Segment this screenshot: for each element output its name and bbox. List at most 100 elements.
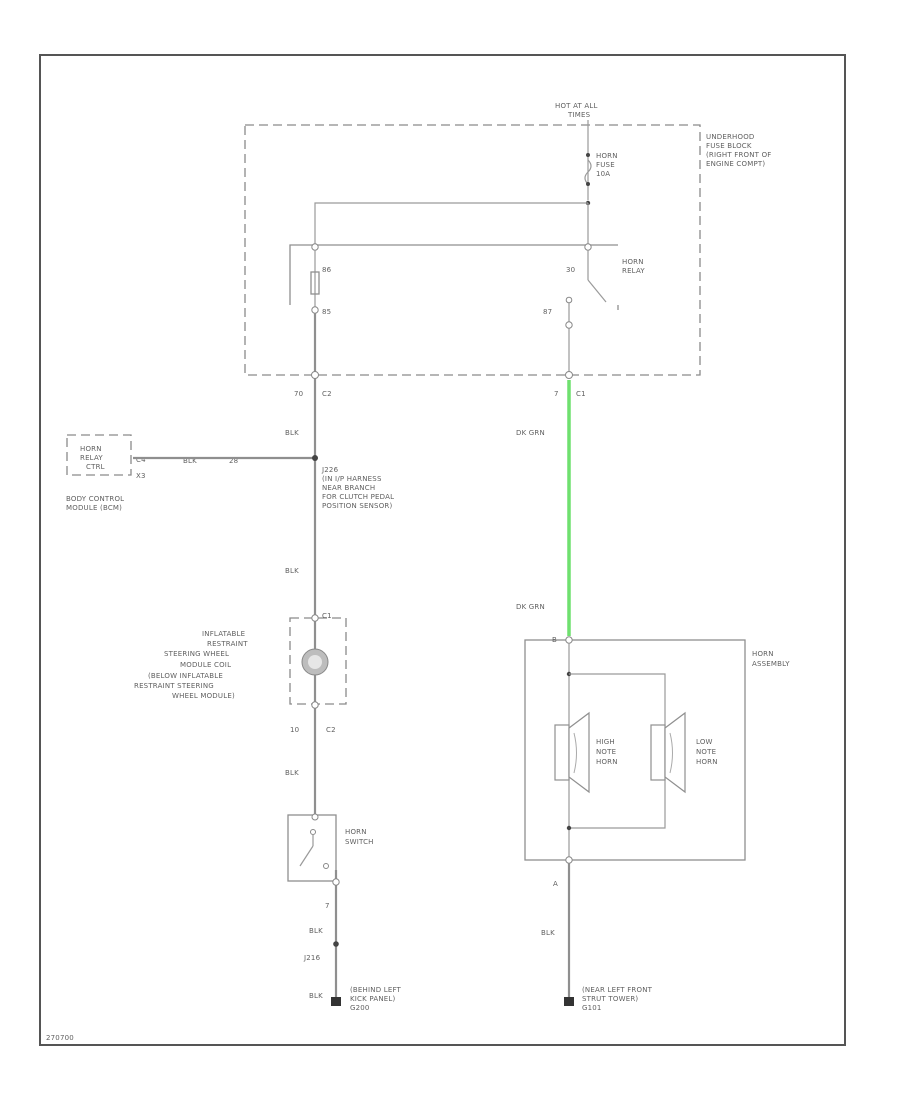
ground-g101-location: (NEAR LEFT FRONT [582, 986, 653, 994]
horn-switch-label: HORN [345, 828, 367, 836]
low-note-horn-bell-icon [664, 711, 686, 794]
underhood-fuse-block-location: (RIGHT FRONT OF [706, 151, 772, 159]
horn-relay-label-2: RELAY [622, 267, 645, 275]
wire-color-blk-3: BLK [285, 769, 299, 777]
relay-coil-icon [310, 271, 320, 295]
high-note-horn-detail-icon [573, 732, 577, 774]
horn-switch-box [287, 814, 337, 882]
c2-pin-number: 70 [294, 390, 303, 398]
relay-pin-85: 85 [322, 308, 331, 316]
coil-label-7: WHEEL MODULE) [172, 692, 235, 700]
underhood-fuse-block-label-2: FUSE BLOCK [706, 142, 752, 150]
coil-pin-number: 10 [290, 726, 299, 734]
figure-id: 270700 [46, 1034, 74, 1042]
fuse-terminal-bottom [586, 182, 590, 186]
wire-color-blk-1: BLK [285, 429, 299, 437]
high-note-label: HIGH [596, 738, 615, 746]
high-note-horn-bell-icon [568, 711, 590, 794]
coil-label-6: RESTRAINT STEERING [134, 682, 214, 690]
relay-switch-contact-icon [587, 279, 607, 303]
ground-g200-location-2: KICK PANEL) [350, 995, 395, 1003]
ground-g101-icon [564, 997, 574, 1006]
wire-color-blk-2: BLK [285, 567, 299, 575]
underhood-fuse-block-location-2: ENGINE COMPT) [706, 160, 765, 168]
ground-g200-name: G200 [350, 1004, 370, 1012]
bcm-name-2: MODULE (BCM) [66, 504, 122, 512]
wire-color-blk-5: BLK [309, 992, 323, 1000]
splice-j216-dot [333, 941, 339, 947]
relay-switch-terminal-icon [565, 296, 573, 304]
fuse-icon [584, 159, 592, 185]
hot-at-all-times-label: HOT AT ALL [555, 102, 598, 110]
high-note-horn-icon [554, 724, 570, 781]
horn-split-bottom-dot [566, 825, 572, 831]
relay-pin-30-top [584, 243, 592, 251]
splice-j226-location-4: POSITION SENSOR) [322, 502, 392, 510]
splice-j216-name: J216 [303, 954, 321, 962]
bcm-outline [66, 434, 132, 476]
bcm-ctrl-label: CTRL [86, 463, 105, 471]
ground-g101-name: G101 [582, 1004, 602, 1012]
coil-c2-name: C2 [326, 726, 336, 734]
c1-connector-pin [565, 371, 573, 379]
horn-switch-pin-top [311, 813, 319, 821]
relay-pin-85-terminal [311, 306, 319, 314]
horn-switch-contact-top [310, 829, 316, 835]
relay-box-top [289, 244, 618, 305]
wire-color-dkgrn-2: DK GRN [516, 603, 545, 611]
low-note-label: LOW [696, 738, 713, 746]
ground-g200-location: (BEHIND LEFT [350, 986, 402, 994]
coil-c1-name: C1 [322, 612, 332, 620]
horn-switch-contact-bottom [323, 863, 329, 869]
splice-j226-location: (IN I/P HARNESS [322, 475, 382, 483]
low-note-horn-detail-icon [669, 732, 673, 774]
horn-switch-pin-bottom [332, 878, 340, 886]
clockspring-coil-inner [308, 655, 322, 669]
coil-feed-wire [314, 202, 588, 245]
fuse-terminal-top [586, 153, 590, 157]
coil-c1-pin [311, 614, 319, 622]
bcm-horn-label: HORN [80, 445, 102, 453]
coil-label-2: RESTRAINT [207, 640, 248, 648]
diagram-frame [39, 54, 846, 1046]
splice-j226-name: J226 [321, 466, 339, 474]
wire-color-blk-4: BLK [309, 927, 323, 935]
c1-connector-name: C1 [576, 390, 586, 398]
c2-connector-pin [311, 371, 319, 379]
underhood-fuse-block-outline [244, 124, 701, 376]
horn-switch-pin-number: 7 [325, 902, 330, 910]
bcm-name: BODY CONTROL [66, 495, 124, 503]
splice-j226-dot [312, 455, 318, 461]
bcm-pin: C4 [136, 456, 146, 464]
relay-pin-86-top [311, 243, 319, 251]
coil-label-1: INFLATABLE [202, 630, 245, 638]
wire-color-dkgrn-1: DK GRN [516, 429, 545, 437]
horn-fuse-label: HORN [596, 152, 618, 160]
low-note-horn-icon [650, 724, 666, 781]
low-note-label-3: HORN [696, 758, 718, 766]
relay-pin-30: 30 [566, 266, 575, 274]
horn-fuse-label-2: FUSE [596, 161, 615, 169]
coil-c2-pin [311, 701, 319, 709]
bcm-wire-color: BLK [183, 457, 197, 465]
relay-pin-87: 87 [543, 308, 552, 316]
horn-fuse-rating: 10A [596, 170, 610, 178]
high-note-label-2: NOTE [596, 748, 616, 756]
horn-pin-b-terminal [565, 636, 573, 644]
horn-assembly-box [524, 639, 746, 861]
ground-g200-icon [331, 997, 341, 1006]
horn-relay-label: HORN [622, 258, 644, 266]
underhood-fuse-block-label: UNDERHOOD [706, 133, 755, 141]
c2-connector-name: C2 [322, 390, 332, 398]
horn-pin-a: A [553, 880, 558, 888]
relay-pin-87-terminal [565, 321, 573, 329]
horn-pin-a-terminal [565, 856, 573, 864]
coil-label-5: (BELOW INFLATABLE [148, 672, 223, 680]
horn-switch-blade-icon [299, 845, 314, 867]
coil-label-4: MODULE COIL [180, 661, 231, 669]
bcm-relay-label: RELAY [80, 454, 103, 462]
ground-g101-location-2: STRUT TOWER) [582, 995, 638, 1003]
bcm-wire-circuit: 28 [229, 457, 238, 465]
splice-j226-location-3: FOR CLUTCH PEDAL [322, 493, 394, 501]
